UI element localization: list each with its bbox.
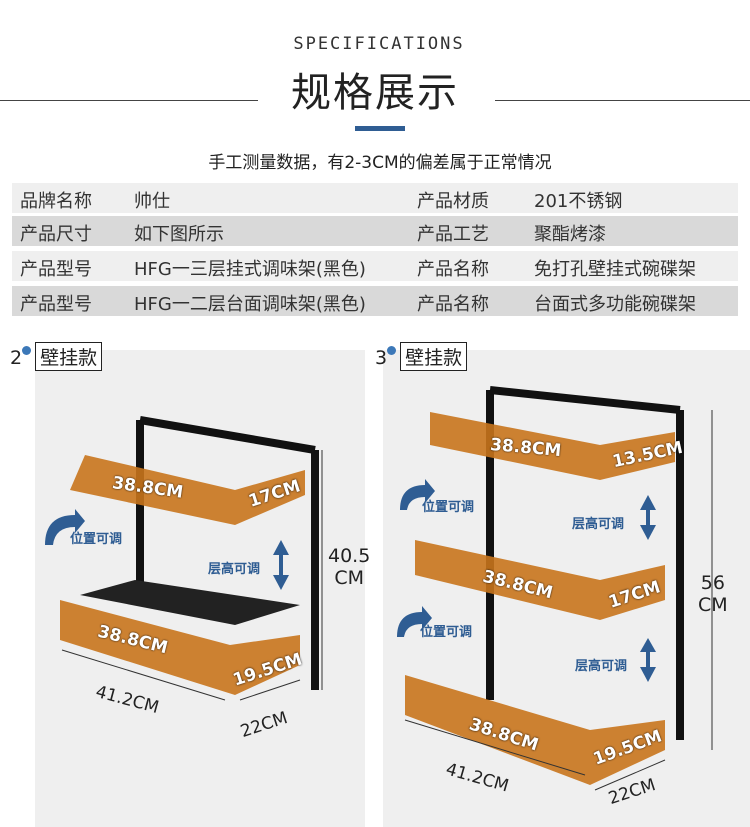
spec-label: 产品名称 <box>417 259 489 280</box>
rack-2-tier-frame <box>136 416 319 690</box>
rack-2-bottom-shelf <box>60 600 300 695</box>
rack-3-top-shelf <box>430 412 675 480</box>
spec-value: 如下图所示 <box>134 224 224 245</box>
spec-value: 免打孔壁挂式碗碟架 <box>534 259 696 280</box>
divider <box>0 100 258 101</box>
position-adjustable-label: 位置可调 <box>420 625 473 640</box>
subtitle: 手工测量数据，有2-3CM的偏差属于正常情况 <box>208 153 552 173</box>
spec-value: 聚酯烤漆 <box>534 224 606 245</box>
spec-value: HFG一二层台面调味架(黑色) <box>134 294 366 315</box>
spec-label: 产品型号 <box>20 294 92 315</box>
spec-value: 台面式多功能碗碟架 <box>534 294 696 315</box>
spec-label: 产品尺寸 <box>20 224 92 245</box>
title-en: SPECIFICATIONS <box>293 34 465 54</box>
spec-row: 产品尺寸 如下图所示 产品工艺 聚酯烤漆 <box>12 216 738 246</box>
spec-value: 201不锈钢 <box>534 191 623 212</box>
rack-3-middle-shelf <box>415 540 665 620</box>
position-adjustable-label: 位置可调 <box>422 500 475 515</box>
position-adjustable-label: 位置可调 <box>70 532 123 547</box>
height-adjustable-label: 层高可调 <box>575 659 628 674</box>
tier-icon <box>387 346 397 355</box>
spec-value: 帅仕 <box>134 191 170 212</box>
accent-bar <box>355 126 405 131</box>
spec-row: 产品型号 HFG一二层台面调味架(黑色) 产品名称 台面式多功能碗碟架 <box>12 286 738 316</box>
spec-label: 产品型号 <box>20 259 92 280</box>
spec-label: 产品材质 <box>417 191 489 212</box>
spec-value: HFG一三层挂式调味架(黑色) <box>134 259 366 280</box>
spec-label: 产品工艺 <box>417 224 489 245</box>
spec-row: 产品型号 HFG一三层挂式调味架(黑色) 产品名称 免打孔壁挂式碗碟架 <box>12 251 738 281</box>
spec-label: 产品名称 <box>417 294 489 315</box>
title-zh: 规格展示 <box>291 70 459 116</box>
tier-icon <box>22 346 32 355</box>
rack-3-bottom-shelf <box>405 675 665 785</box>
spec-label: 品牌名称 <box>20 191 92 212</box>
spec-row: 品牌名称 帅仕 产品材质 201不锈钢 <box>12 183 738 213</box>
height-adjustable-label: 层高可调 <box>208 562 261 577</box>
height-adjustable-label: 层高可调 <box>572 517 625 532</box>
rack-2-top-shelf <box>70 455 305 525</box>
rack-2-bottom-base <box>80 580 300 625</box>
divider <box>495 100 750 101</box>
